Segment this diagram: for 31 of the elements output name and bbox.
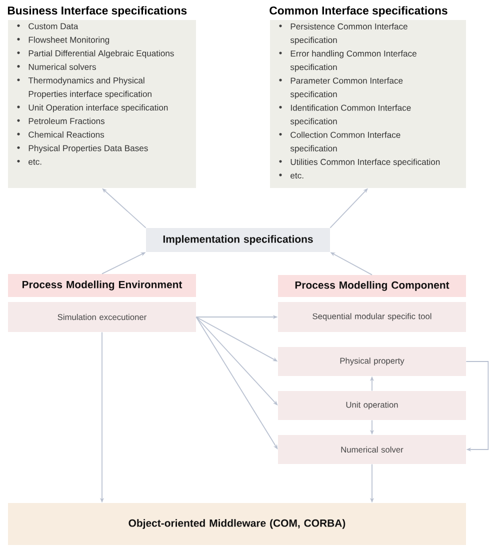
node-label: Partial Differential Algebraic Equations <box>28 50 174 58</box>
header-box: Process Modelling Component <box>278 275 466 297</box>
node-label: Custom Data <box>28 23 78 30</box>
process-box: Simulation excecutioner <box>8 302 196 332</box>
specification-list-box: Persistence Common Interface specification Error handling Common Interface specification Parameter Common Interface specification Identification Common Interface specification Collection Common Interface specification Utilities Common Interface specification etc. <box>270 20 466 188</box>
implementation-box: Implementation specifications <box>146 228 330 252</box>
node-label: Persistence Common Interface specification <box>290 23 408 45</box>
node-label: Thermodynamics and Physical Properties interface specification <box>28 77 152 99</box>
box-heading: Common Interface specifications <box>270 6 448 17</box>
node-label: Numerical solvers <box>28 64 96 70</box>
arrow <box>466 361 489 452</box>
process-box: Sequential modular specific tool <box>278 302 466 332</box>
process-box: Physical property <box>278 347 466 376</box>
node-label: Utilities Common Interface specification <box>290 158 440 167</box>
node-label: Flowsheet Monitoring <box>28 36 110 45</box>
node-label: Parameter Common Interface specification <box>290 77 403 99</box>
node-label: Chemical Reactions <box>28 131 104 138</box>
process-box: Unit operation <box>278 391 466 420</box>
node-label: Identification Common Interface specification <box>290 104 411 126</box>
node-label: etc. <box>28 159 42 165</box>
node-label: Unit Operation interface specification <box>28 104 168 112</box>
node-label: Petroleum Fractions <box>28 118 105 124</box>
node-label: Physical Properties Data Bases <box>28 144 148 153</box>
node-label: etc. <box>290 172 304 179</box>
box-heading: Business Interface specifications <box>8 6 187 17</box>
node-label: Collection Common Interface specification <box>290 132 400 154</box>
header-box: Process Modelling Environment <box>8 274 196 297</box>
specification-list-box: Custom Data Flowsheet Monitoring Partial Differential Algebraic Equations Numerical solvers Thermodynamics and Physical Properties interface specification Unit Operation interface specification Petroleum Fractions Chemical Reactions Physical Properties Data Bases etc. <box>8 20 196 188</box>
node-label: Error handling Common Interface specification <box>290 50 416 72</box>
middleware-box: Object-oriented Middleware (COM, CORBA) <box>8 503 466 545</box>
process-box: Numerical solver <box>278 435 466 464</box>
